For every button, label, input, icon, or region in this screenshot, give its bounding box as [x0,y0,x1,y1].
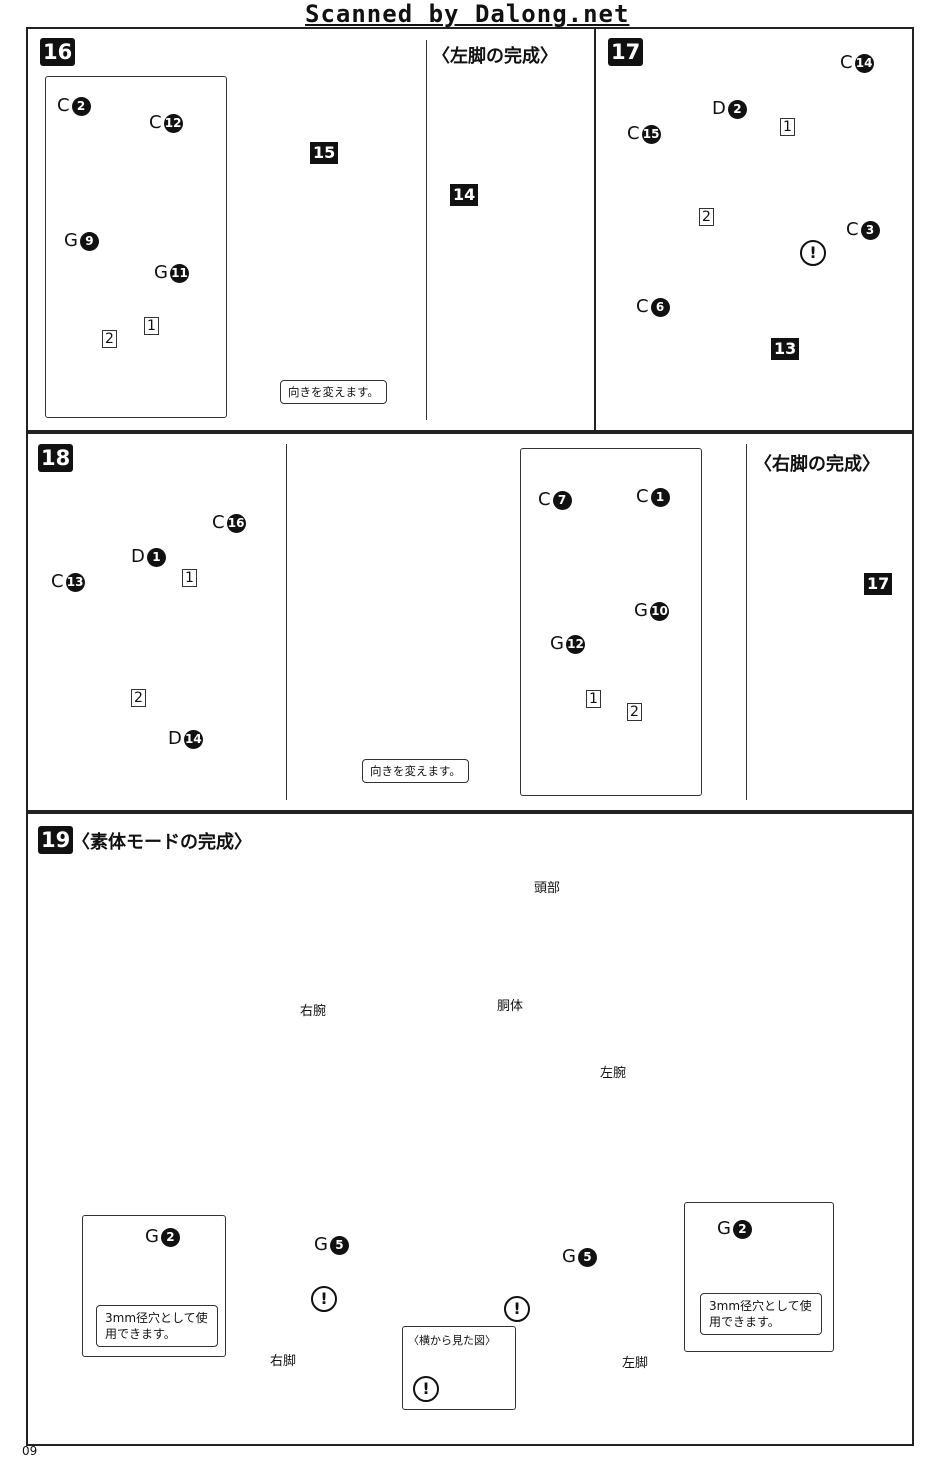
caution-icon: ! [800,240,826,266]
divider [426,40,427,420]
caution-icon: ! [413,1376,439,1402]
orientation-note: 向きを変えます。 [362,759,469,783]
hole-note: 3mm径穴として使用できます。 [700,1293,822,1335]
part-number-tag: 15 [310,142,339,164]
step-number: 17 [608,38,644,66]
part-name: 右腕 [300,1004,327,1019]
order-step: 1 [144,317,159,335]
part-number-tag: 13 [771,338,800,360]
part-number-tag: 17 [864,573,893,595]
step-number: 18 [38,444,74,472]
hole-note: 3mm径穴として使用できます。 [96,1305,218,1347]
order-step: 2 [102,330,117,348]
part-name: 胴体 [497,999,524,1014]
part-name: 右脚 [270,1354,297,1369]
order-step: 1 [586,690,601,708]
divider [746,444,747,800]
subassembly-box [520,448,702,796]
part-number-tag: 14 [450,184,479,206]
order-step: 1 [182,569,197,587]
side-view-title: 〈横から見た図〉 [408,1334,496,1347]
caution-icon: ! [311,1286,337,1312]
step-number: 16 [40,38,76,66]
step-heading: 〈左脚の完成〉 [432,46,558,67]
scan-credit: Scanned by Dalong.net [305,0,630,28]
divider [594,27,596,432]
subassembly-box [45,76,227,418]
divider [286,444,287,800]
orientation-note: 向きを変えます。 [280,380,387,404]
order-step: 2 [627,703,642,721]
page-number: 09 [22,1444,38,1458]
step-18-row [26,432,914,812]
part-name: 左腕 [600,1066,627,1081]
order-step: 2 [131,689,146,707]
part-name: 左脚 [622,1356,649,1371]
step-heading: 〈右脚の完成〉 [754,454,880,475]
step-number: 19 [38,826,74,854]
part-name: 頭部 [534,881,561,896]
order-step: 2 [699,208,714,226]
caution-icon: ! [504,1296,530,1322]
step-heading: 〈素体モードの完成〉 [72,832,252,853]
order-step: 1 [780,118,795,136]
